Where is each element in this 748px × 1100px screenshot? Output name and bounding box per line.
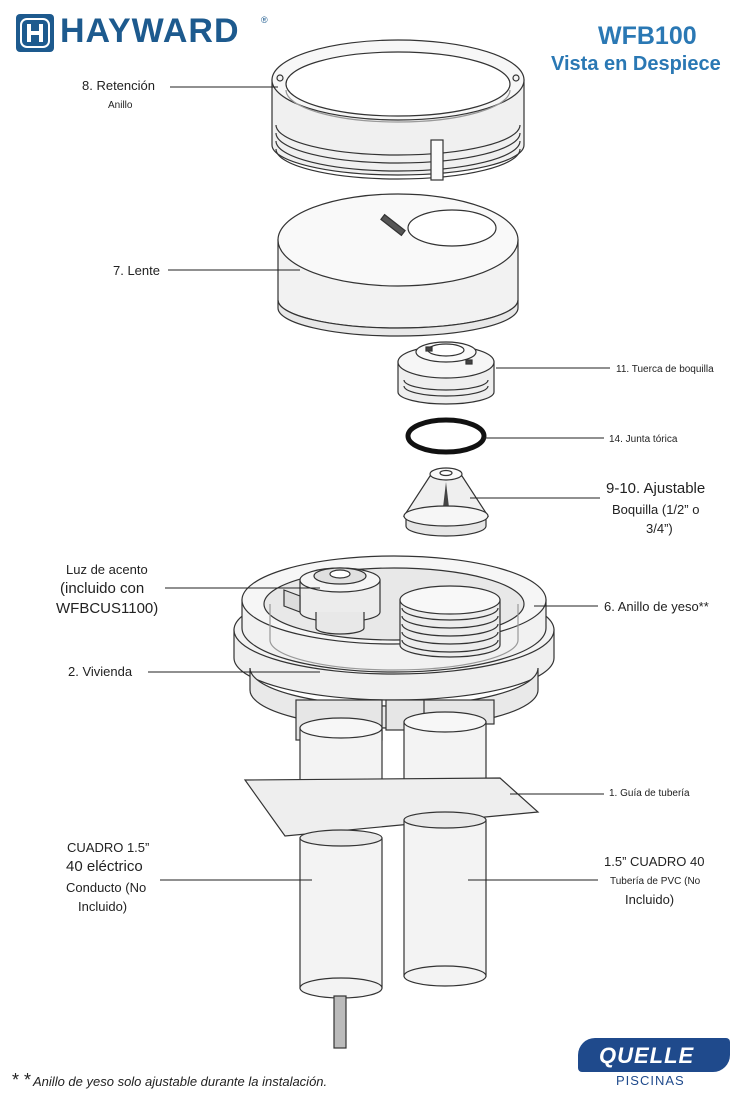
label-conduit-line4: Incluido) (78, 899, 128, 914)
label-pipe-guide: 1. Guía de tubería (609, 788, 690, 799)
footnote-stars: * * (12, 1070, 32, 1090)
label-accent-light-line3: WFBCUS1100) (56, 600, 159, 617)
footnote-text: Anillo de yeso solo ajustable durante la… (33, 1074, 328, 1089)
label-conduit-line2: 40 eléctrico (66, 858, 143, 875)
brand-name: HAYWARD (60, 12, 240, 50)
pipe-lower-left (299, 829, 383, 999)
quelle-logo-badge (578, 1038, 730, 1072)
label-retention-ring-line2: Anillo (108, 100, 133, 111)
pipe-lower-right (403, 811, 487, 987)
label-accent-light-line1: Luz de acento (66, 562, 148, 577)
label-pvc-line2: Tubería de PVC (No (610, 876, 701, 887)
electrical-cable (333, 995, 347, 1049)
quelle-logo-subtext: PISCINAS (616, 1073, 685, 1088)
pipe-guide-plate (243, 777, 540, 837)
label-lens: 7. Lente (113, 263, 160, 278)
label-pvc-line3: Incluido) (625, 892, 675, 907)
label-nozzle-nut: 11. Tuerca de boquilla (616, 364, 714, 375)
label-retention-ring-line1: 8. Retención (82, 78, 155, 93)
model-title: WFB100 (598, 22, 697, 50)
label-accent-light-line2: (incluido con (60, 580, 145, 597)
retention-ring-part (271, 39, 525, 181)
lens-part (277, 193, 519, 337)
nozzle-nut-part (397, 341, 495, 405)
registered-mark: ® (261, 15, 268, 25)
quelle-logo-text: QUELLE (599, 1043, 695, 1068)
page-subtitle: Vista en Despiece (551, 53, 721, 75)
footnote: * *Anillo de yeso solo ajustable durante… (12, 1070, 327, 1091)
label-housing: 2. Vivienda (68, 664, 133, 679)
label-conduit-line1: CUADRO 1.5” (67, 840, 150, 855)
label-conduit-line3: Conducto (No (66, 880, 147, 895)
label-adjustable-nozzle-line3: 3/4”) (646, 521, 673, 536)
label-pvc-line1: 1.5” CUADRO 40 (604, 854, 705, 869)
adjustable-nozzle-part (402, 467, 490, 537)
o-ring-part (405, 417, 487, 455)
label-o-ring: 14. Junta tórica (609, 434, 678, 445)
leader-lines (148, 86, 610, 881)
label-adjustable-nozzle-line1: 9-10. Ajustable (606, 480, 706, 497)
hayward-h-logo-icon (16, 14, 54, 52)
label-adjustable-nozzle-line2: Boquilla (1/2” o (612, 502, 700, 517)
accent-light-part (283, 567, 381, 635)
label-plaster-ring: 6. Anillo de yeso** (604, 599, 709, 614)
